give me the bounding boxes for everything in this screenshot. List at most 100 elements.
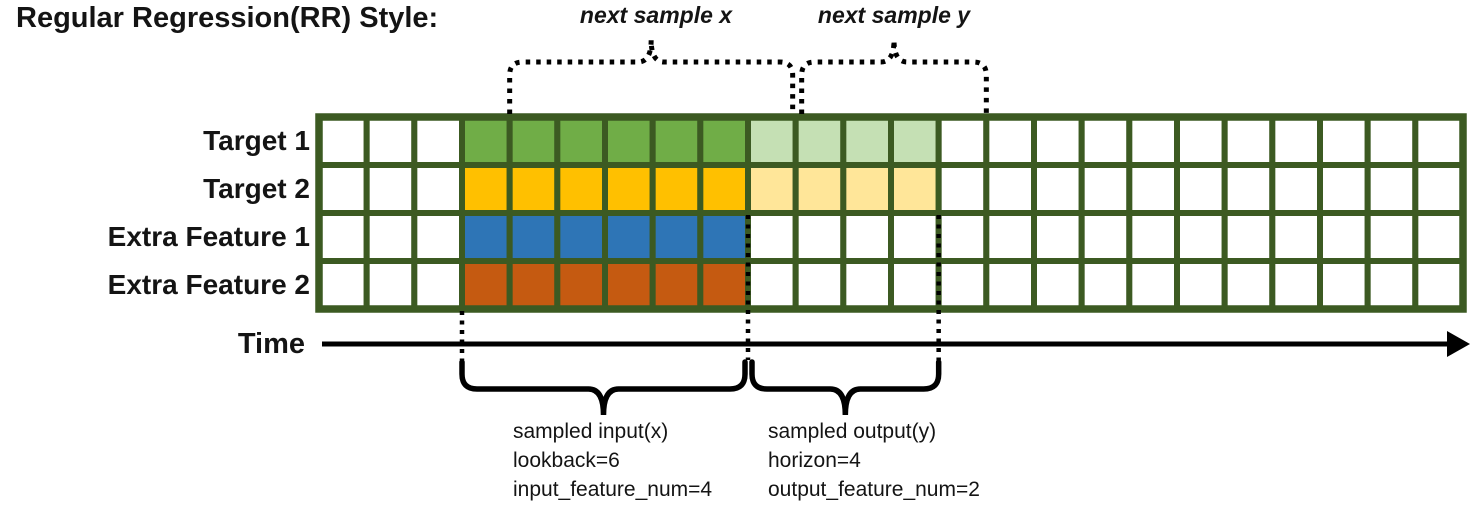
next-sample-y-label: next sample y (817, 2, 971, 28)
grid-cell (983, 210, 1037, 264)
grid-cell (411, 258, 466, 312)
grid-cell (1221, 210, 1276, 264)
grid-cell (459, 114, 513, 168)
sampled-input-caption: sampled input(x) lookback=6 input_featur… (513, 417, 712, 504)
grid-cell (888, 210, 942, 264)
next-sample-y-brace (799, 39, 989, 114)
grid-cell (411, 210, 466, 264)
grid-cell (792, 162, 847, 216)
grid-cell (1031, 258, 1085, 312)
grid-cell (1174, 258, 1228, 312)
grid-cell (316, 162, 370, 216)
grid-cell (1221, 162, 1276, 216)
row-label-extra-feature-1: Extra Feature 1 (107, 221, 310, 252)
grid-cell (1269, 210, 1324, 264)
grid-cell (1078, 162, 1133, 216)
grid-cell (1412, 162, 1467, 216)
grid-cell (602, 162, 656, 216)
grid-cell (1221, 258, 1276, 312)
diagram-title: Regular Regression(RR) Style: (16, 2, 439, 34)
grid-cell (316, 210, 370, 264)
time-arrow (322, 331, 1470, 357)
grid-cell (935, 210, 990, 264)
next-sample-x-brace (507, 39, 796, 114)
sampled-input-brace (459, 359, 748, 416)
grid-cell (1269, 162, 1324, 216)
grid-cell (935, 258, 990, 312)
input-feature-num: input_feature_num=4 (513, 478, 713, 501)
grid-cell (840, 162, 894, 216)
grid-cell (1078, 258, 1133, 312)
grid-cell (602, 210, 656, 264)
grid-cell (1078, 114, 1133, 168)
sampled-output-caption: sampled output(y) horizon=4 output_featu… (768, 417, 980, 504)
sampled-output-title: sampled output(y) (768, 420, 937, 443)
grid-outline (315, 113, 1467, 313)
grid-cell (888, 162, 942, 216)
grid-cell (602, 114, 656, 168)
grid-cell (935, 114, 990, 168)
grid-cell (1317, 258, 1371, 312)
grid-cell (840, 210, 894, 264)
grid-cell (1412, 210, 1467, 264)
grid-cell (1031, 210, 1085, 264)
grid-cell (1269, 114, 1324, 168)
grid-cell (1031, 114, 1085, 168)
grid-cell (506, 258, 561, 312)
grid-cell (1126, 210, 1181, 264)
grid-cell (554, 114, 608, 168)
grid-cell (649, 210, 704, 264)
grid-cell (745, 114, 799, 168)
grid-cell (459, 210, 513, 264)
grid-cell (1126, 162, 1181, 216)
grid-cell (363, 258, 418, 312)
grid-cell (1174, 210, 1228, 264)
dotted-guides (459, 215, 941, 360)
sample-braces (459, 359, 942, 416)
grid-cell (1221, 114, 1276, 168)
grid-cell (554, 210, 608, 264)
grid-cell (1031, 162, 1085, 216)
sampled-input-title: sampled input(x) (513, 420, 669, 443)
grid-cell (983, 114, 1037, 168)
grid-cell (1174, 162, 1228, 216)
output-feature-num: output_feature_num=2 (768, 478, 980, 501)
grid-cell (506, 162, 561, 216)
row-label-target-1: Target 1 (203, 125, 310, 156)
horizon-value: horizon=4 (768, 449, 861, 472)
grid-cell (1126, 114, 1181, 168)
grid-cell (459, 162, 513, 216)
grid-cell (697, 210, 751, 264)
grid-cell (1317, 162, 1371, 216)
grid-cell (1174, 114, 1228, 168)
next-sample-x-label: next sample x (579, 2, 733, 28)
grid-cell (935, 162, 990, 216)
grid-cell (792, 114, 847, 168)
grid-cell (554, 162, 608, 216)
lookback-value: lookback=6 (513, 449, 620, 472)
sampled-output-brace (749, 359, 942, 416)
grid-cell (506, 210, 561, 264)
grid-cell (1126, 258, 1181, 312)
grid-cell (1269, 258, 1324, 312)
grid-cell (649, 162, 704, 216)
grid-cell (1364, 114, 1419, 168)
grid-cell (840, 258, 894, 312)
grid-cell (697, 114, 751, 168)
grid-cell (792, 210, 847, 264)
grid-cell (1412, 258, 1467, 312)
grid-cell (316, 258, 370, 312)
grid-cell (363, 162, 418, 216)
row-label-target-2: Target 2 (203, 173, 310, 204)
grid-cell (602, 258, 656, 312)
grid-cell (363, 210, 418, 264)
grid-cell (1317, 114, 1371, 168)
grid-cell (745, 210, 799, 264)
grid-cell (1364, 258, 1419, 312)
grid-cell (792, 258, 847, 312)
grid-cell (1317, 210, 1371, 264)
grid-cell (316, 114, 370, 168)
grid-cell (888, 258, 942, 312)
